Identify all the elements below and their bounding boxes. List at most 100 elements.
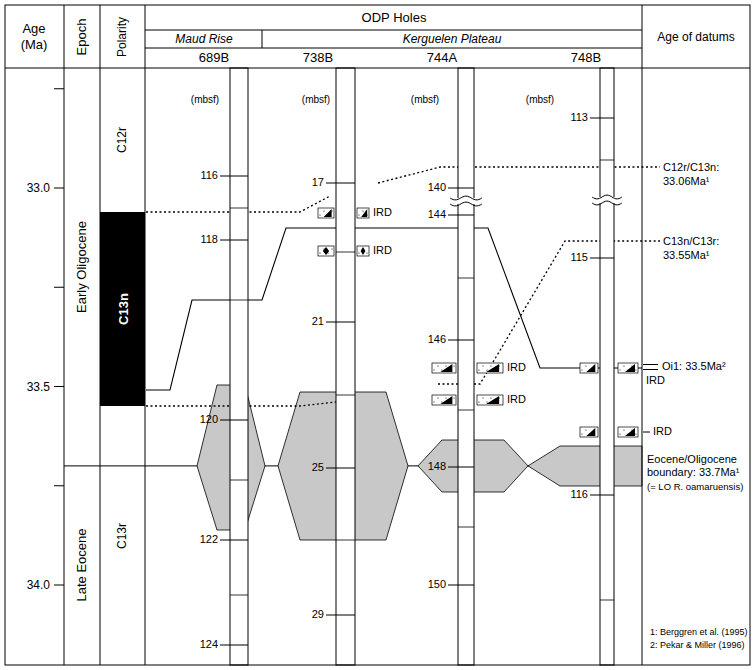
ird-dot: [437, 365, 438, 366]
chron-label: C12r: [115, 127, 129, 153]
depth-unit: (mbsf): [191, 94, 219, 106]
column-header: ODP Holes: [362, 10, 427, 26]
chron-label: C13n: [115, 293, 130, 325]
dropstone-mark: [625, 428, 635, 436]
core-strip: [458, 68, 474, 665]
footnote: 1: Berggren et al. (1995): [650, 627, 748, 638]
ird-dot: [581, 369, 582, 370]
ird-symbol: [580, 363, 598, 373]
depth-label: 17: [312, 176, 324, 189]
depth-label: 116: [200, 169, 218, 182]
depth-tick: [326, 322, 355, 323]
ird-symbol: [432, 363, 456, 373]
ird-label: IRD: [646, 374, 665, 387]
depth-tick: [448, 585, 474, 586]
depth-tick: [326, 468, 355, 469]
column-header: Epoch: [74, 19, 90, 56]
depth-label: 146: [428, 333, 446, 346]
dropstone-mark: [486, 364, 499, 372]
dropstone-mark: [586, 428, 595, 436]
ird-label: IRD: [507, 393, 526, 406]
age-tick-label: 33.5: [27, 379, 50, 393]
dropstone-mark: [486, 396, 499, 404]
datum-label: Oi1: 33.5Ma²: [662, 360, 726, 373]
datum-leader: [643, 432, 650, 433]
age-tick-label: 33.0: [27, 181, 50, 195]
epoch-label: Early Oligocene: [74, 221, 90, 313]
ird-dot: [453, 397, 454, 398]
depth-tick-minor: [458, 527, 474, 528]
ird-dot: [445, 365, 446, 366]
chron-label: C13r: [115, 523, 129, 549]
dropstone-mark: [586, 364, 595, 372]
depth-label: 118: [200, 233, 218, 246]
ird-dot: [482, 365, 483, 366]
axis-break-gap: [450, 198, 482, 204]
core-strip: [600, 68, 614, 665]
footnote: 2: Pekar & Miller (1996): [650, 640, 745, 651]
depth-label: 150: [428, 578, 446, 591]
correlation-line-dotted: [378, 167, 660, 183]
epoch-label: Late Eocene: [74, 528, 90, 601]
depth-label: 113: [570, 111, 588, 124]
site-name: Kerguelen Plateau: [403, 32, 502, 46]
dropstone-mark: [361, 247, 366, 255]
column-header: Age (Ma): [12, 21, 56, 52]
dropstone-mark: [323, 247, 329, 255]
ird-dot: [331, 248, 332, 249]
depth-tick-minor: [230, 595, 248, 596]
ird-symbol: [318, 246, 334, 256]
age-tick: [54, 386, 64, 387]
ird-symbol: [432, 395, 456, 405]
ird-dot: [441, 369, 442, 370]
figure-frame: [5, 5, 750, 665]
axis-break-gap: [592, 197, 622, 203]
axis-break-mark: [592, 195, 622, 199]
ird-dot: [433, 401, 434, 402]
ird-dot: [619, 369, 620, 370]
age-tick: [54, 287, 64, 288]
depth-tick-minor: [336, 540, 355, 541]
ird-dot: [490, 365, 491, 366]
ird-dot: [358, 252, 359, 253]
header-divider: [145, 48, 642, 49]
boundary-band: [528, 446, 642, 486]
chron-band: C13n: [100, 212, 145, 407]
depth-tick-minor: [600, 160, 614, 161]
depth-label: 122: [200, 533, 218, 546]
depth-tick-minor: [336, 252, 355, 253]
core-strip: [336, 68, 355, 665]
site-name: Maud Rise: [175, 32, 232, 46]
ird-symbol: [357, 246, 369, 256]
ird-dot: [445, 397, 446, 398]
header-divider: [5, 68, 750, 69]
age-tick: [54, 188, 64, 189]
ird-dot: [453, 365, 454, 366]
ird-label: IRD: [653, 425, 672, 438]
axis-break-mark: [450, 196, 482, 200]
column-divider: [642, 5, 643, 665]
depth-label: 148: [428, 460, 446, 473]
axis-break-mark: [450, 202, 482, 206]
depth-tick: [220, 645, 248, 646]
depth-tick-minor: [230, 480, 248, 481]
ird-dot: [585, 365, 586, 366]
depth-unit: (mbsf): [411, 94, 439, 106]
depth-tick: [448, 340, 474, 341]
depth-tick: [220, 240, 248, 241]
ird-dot: [478, 369, 479, 370]
dropstone-mark: [361, 209, 367, 217]
depth-tick: [220, 540, 248, 541]
ird-label: IRD: [373, 244, 392, 257]
ird-dot: [486, 401, 487, 402]
column-header: Polarity: [115, 17, 129, 57]
ird-dot: [623, 429, 624, 430]
ird-dot: [623, 365, 624, 366]
depth-tick-minor: [230, 208, 248, 209]
dropstone-mark: [324, 209, 332, 217]
header-divider: [145, 30, 642, 31]
depth-tick: [220, 420, 248, 421]
depth-tick: [326, 183, 355, 184]
datum-label: Eocene/Oligocene boundary: 33.7Ma¹: [647, 453, 751, 479]
